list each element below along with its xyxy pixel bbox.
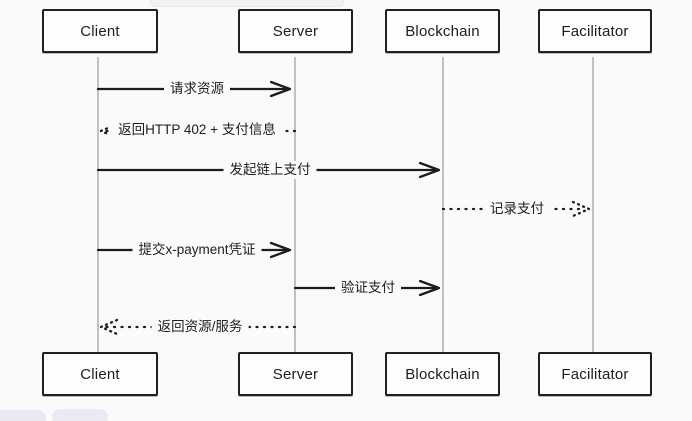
actor-box-facilitator-top: Facilitator xyxy=(538,9,652,53)
actor-label: Client xyxy=(80,365,120,383)
actor-box-blockchain-bottom: Blockchain xyxy=(385,352,500,396)
actor-box-client-bottom: Client xyxy=(42,352,158,396)
arrowhead-verify-payment xyxy=(418,279,441,297)
message-label-record-payment: 记录支付 xyxy=(484,200,550,218)
message-label-verify-payment: 验证支付 xyxy=(335,279,401,297)
arrowhead-submit-xpayment xyxy=(269,241,292,259)
arrowhead-record-payment xyxy=(571,200,591,218)
actor-box-server-top: Server xyxy=(238,9,353,53)
actor-label: Server xyxy=(272,22,319,40)
actor-box-blockchain-top: Blockchain xyxy=(385,9,500,53)
arrowhead-request-resource xyxy=(269,80,292,98)
background-chip xyxy=(0,410,46,421)
message-label-return-resource: 返回资源/服务 xyxy=(151,318,249,336)
actor-box-server-bottom: Server xyxy=(238,352,353,396)
background-chip xyxy=(52,409,108,421)
actor-label: Server xyxy=(272,365,319,383)
lifelines xyxy=(97,57,594,352)
actor-label: Client xyxy=(80,22,120,40)
actor-box-client-top: Client xyxy=(42,9,158,53)
actor-label: Blockchain xyxy=(405,365,480,383)
message-label-submit-xpayment: 提交x-payment凭证 xyxy=(132,241,262,259)
actor-label: Blockchain xyxy=(405,22,480,40)
message-label-http402: 返回HTTP 402 + 支付信息 xyxy=(109,121,285,139)
arrowhead-return-resource xyxy=(99,318,119,336)
message-label-request-resource: 请求资源 xyxy=(164,80,230,98)
actor-box-facilitator-bottom: Facilitator xyxy=(538,352,652,396)
actor-label: Facilitator xyxy=(561,22,629,40)
actor-label: Facilitator xyxy=(561,365,629,383)
message-label-onchain-payment: 发起链上支付 xyxy=(223,161,317,179)
arrowhead-onchain-payment xyxy=(418,161,441,179)
